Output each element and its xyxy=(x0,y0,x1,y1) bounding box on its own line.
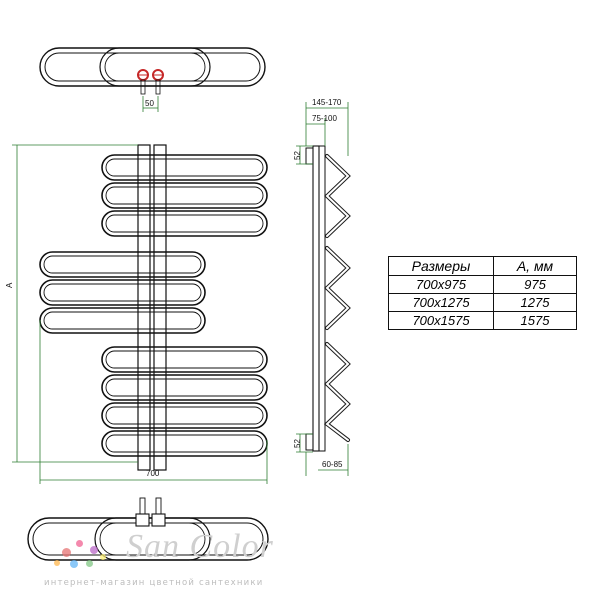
table-row: 700x1275 1275 xyxy=(388,293,577,312)
logo-dot xyxy=(70,560,78,568)
dim-offset-top: 52 xyxy=(293,151,302,160)
front-view: A 700 xyxy=(5,144,268,484)
dim-width: 700 xyxy=(146,469,160,478)
size-table: Размеры A, мм 700x975 975 700x1275 1275 … xyxy=(388,256,577,330)
brand-tagline: интернет-магазин цветной сантехники xyxy=(44,578,264,588)
logo-dot xyxy=(86,560,93,567)
dim-pipe-spacing: 50 xyxy=(145,99,154,108)
table-cell: 975 xyxy=(493,275,577,294)
logo-dot xyxy=(76,540,83,547)
side-view: 145-170 75-100 52 52 60-85 xyxy=(293,98,351,476)
logo-dot xyxy=(54,560,60,566)
brand-logo-dots xyxy=(40,530,300,592)
dim-offset-bottom: 52 xyxy=(293,439,302,448)
logo-dot xyxy=(90,546,98,554)
dim-depth-bottom: 60-85 xyxy=(322,460,343,469)
table-cell: 700x1575 xyxy=(388,311,494,330)
table-header: Размеры xyxy=(388,256,494,276)
table-cell: 700x975 xyxy=(388,275,494,294)
table-cell: 700x1275 xyxy=(388,293,494,312)
table-row: 700x975 975 xyxy=(388,275,577,294)
bottom-view xyxy=(27,497,269,561)
table-cell: 1275 xyxy=(493,293,577,312)
dim-depth-wall: 75-100 xyxy=(312,114,337,123)
table-header-row: Размеры A, мм xyxy=(388,256,577,276)
top-view: 50 xyxy=(39,47,266,112)
table-cell: 1575 xyxy=(493,311,577,330)
top-valves xyxy=(137,69,164,95)
logo-dot xyxy=(100,554,106,560)
brand-name: San Color xyxy=(126,528,274,565)
logo-dot xyxy=(62,548,71,557)
table-row: 700x1575 1575 xyxy=(388,311,577,330)
dim-depth-total: 145-170 xyxy=(312,98,342,107)
table-header: A, мм xyxy=(493,256,577,276)
dim-height-label: A xyxy=(5,282,14,288)
